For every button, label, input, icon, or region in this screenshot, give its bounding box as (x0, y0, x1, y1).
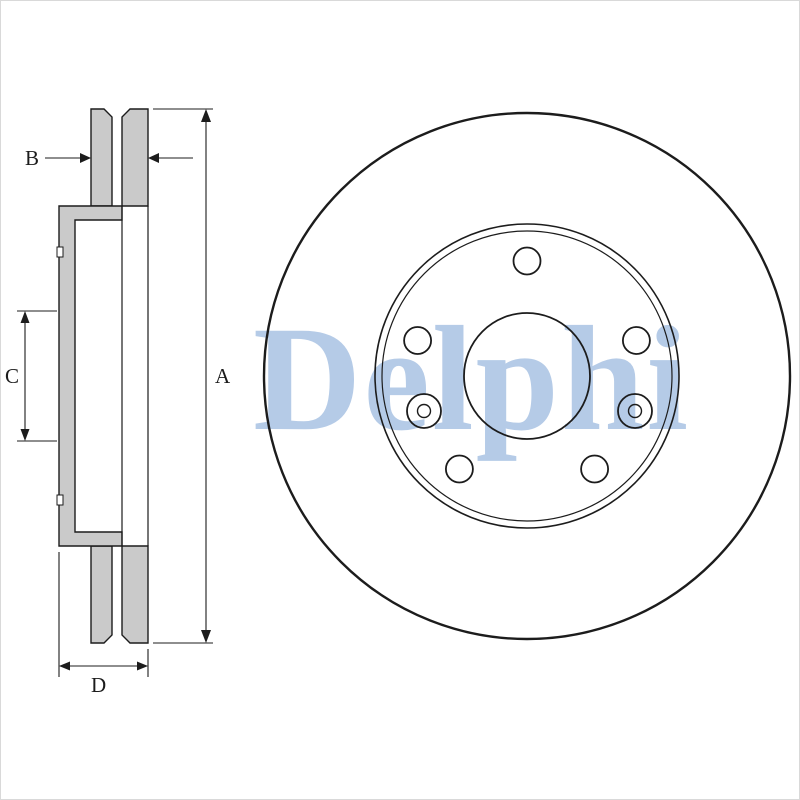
arrowhead-down (201, 630, 211, 643)
hat-circle-outer (374, 223, 680, 529)
countersink-inner-circle (627, 403, 643, 419)
dimension-c: C (5, 310, 57, 442)
cross-section-view (56, 108, 149, 644)
bolt-hole (622, 326, 651, 355)
dimension-b-label: B (25, 146, 39, 170)
section-top-right-plate (121, 108, 149, 207)
arrowhead-right (137, 661, 148, 671)
hat-circle-inner (381, 230, 673, 522)
brand-watermark: Delphi (253, 296, 690, 462)
hat-notch-bottom (56, 494, 64, 506)
countersink-inner-circle (416, 403, 432, 419)
countersink-hole-right (617, 393, 653, 429)
dimension-d: D (58, 552, 149, 697)
section-bottom-right-plate (121, 545, 149, 644)
dimension-b: B (25, 146, 193, 170)
bolt-hole (580, 454, 609, 484)
hat-notch-top (56, 246, 64, 258)
countersink-outer-circle (617, 393, 653, 429)
dimension-c-label: C (5, 364, 19, 388)
dimension-a: A (153, 108, 231, 644)
arrowhead-right (80, 153, 91, 163)
bolt-hole (403, 326, 433, 355)
section-bottom-left-plate (90, 545, 113, 644)
bolt-hole (512, 246, 542, 276)
center-bore-circle (463, 312, 591, 440)
arrowhead-up (201, 109, 211, 122)
arrowhead-down (20, 429, 30, 441)
section-top-left-plate (90, 108, 113, 207)
dimension-d-label: D (91, 673, 106, 697)
countersink-hole-left (406, 393, 442, 429)
front-view (262, 111, 792, 641)
arrowhead-left (59, 661, 70, 671)
arrowhead-left (148, 153, 159, 163)
countersink-outer-circle (406, 393, 442, 429)
dimension-a-label: A (215, 364, 231, 388)
arrowhead-up (20, 311, 30, 323)
outer-rim-circle (262, 111, 792, 641)
section-hat (58, 205, 123, 547)
bolt-hole (444, 454, 474, 484)
